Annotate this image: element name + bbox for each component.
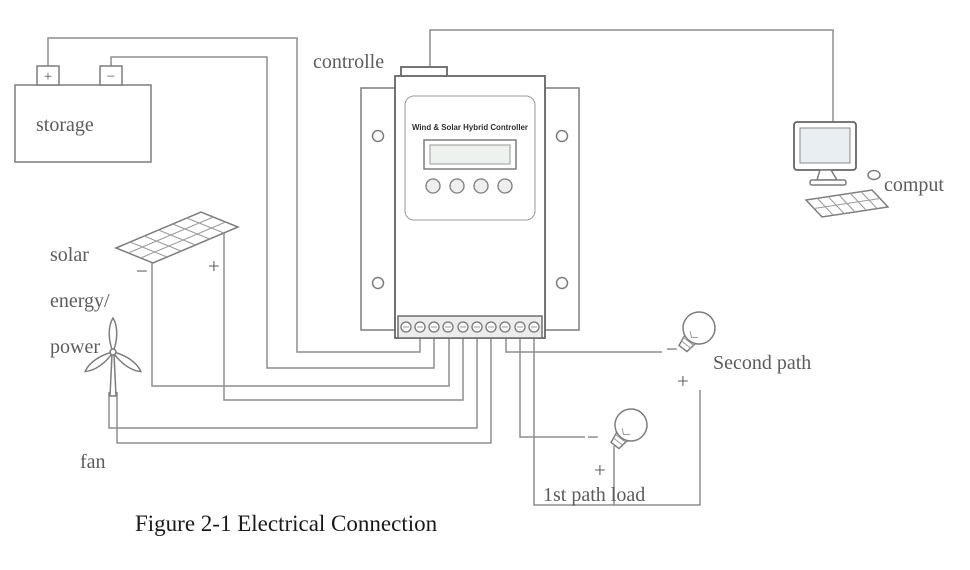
turbine-hub	[109, 348, 117, 356]
second-path-label: Second path	[713, 352, 811, 374]
controller-button-1	[425, 178, 441, 194]
lcd-display-inner	[429, 144, 511, 165]
turbine-tower	[109, 353, 117, 397]
turbine-blade-left	[83, 350, 115, 373]
mount-hole-top-right	[555, 129, 569, 143]
fan-label: fan	[80, 451, 106, 473]
figure-caption: Figure 2-1 Electrical Connection	[135, 511, 438, 536]
mouse	[867, 169, 881, 181]
wind-turbine	[83, 316, 143, 397]
wire-solar-plus	[223, 233, 464, 401]
battery-body	[14, 84, 152, 163]
monitor-stand	[815, 169, 839, 181]
wire-fan-2	[116, 332, 492, 444]
controller-button-3	[473, 178, 489, 194]
turbine-blade-top	[108, 316, 118, 354]
second-path-plus-mark: +	[677, 369, 689, 393]
terminal-screws	[400, 321, 540, 333]
battery-plus-mark: +	[44, 69, 52, 85]
battery-minus-mark: −	[107, 69, 115, 85]
second-path-bulb	[678, 311, 716, 353]
solar-plus-mark: +	[208, 254, 220, 278]
first-path-plus-mark: +	[594, 458, 606, 482]
solar-label-line2: energy/	[50, 290, 110, 312]
wire-battery-minus	[110, 56, 435, 369]
first-path-minus-mark: −	[587, 425, 599, 449]
controller-button-4	[497, 178, 513, 194]
wire-battery-plus	[47, 37, 421, 353]
bulb-filament	[689, 331, 699, 338]
wire-firstpath-minus	[519, 332, 585, 438]
controller-face-panel	[404, 95, 536, 221]
first-path-bulb	[610, 408, 648, 450]
controller-label: controlle	[313, 51, 384, 73]
computer	[793, 121, 890, 218]
wires	[47, 29, 834, 506]
second-path-minus-mark: −	[666, 337, 678, 361]
bulb-base-threads	[681, 337, 694, 349]
mount-hole-bottom-left	[371, 276, 385, 290]
mount-hole-bottom-right	[555, 276, 569, 290]
controller-flange-left	[360, 87, 396, 331]
monitor-screen	[799, 127, 851, 164]
bulb-base-threads	[613, 434, 626, 446]
mount-hole-top-left	[371, 129, 385, 143]
controller-title: Wind & Solar Hybrid Controller	[412, 123, 528, 132]
wire-fan-1	[108, 332, 478, 429]
controller-body	[394, 75, 546, 339]
bulb-filament	[621, 428, 631, 435]
keyboard-keys	[813, 191, 881, 216]
first-path-label: 1st path load	[543, 484, 645, 506]
controller: Wind & Solar Hybrid Controller	[360, 66, 580, 339]
controller-flange-right	[544, 87, 580, 331]
solar-panel-grid	[128, 216, 226, 259]
battery-terminal-minus	[99, 65, 123, 86]
wire-common-plus	[533, 332, 701, 506]
solar-minus-mark: −	[136, 259, 148, 283]
solar-panel: − +	[114, 211, 240, 283]
computer-label: comput	[884, 174, 944, 196]
storage-label: storage	[36, 114, 94, 136]
solar-label-line1: solar	[50, 244, 89, 266]
monitor-base	[809, 179, 847, 186]
wire-solar-minus	[151, 262, 450, 387]
battery-storage: + − storage	[14, 65, 152, 163]
wire-computer	[429, 29, 834, 122]
controller-button-2	[449, 178, 465, 194]
battery-terminal-plus	[36, 65, 60, 86]
solar-label-line3: power	[50, 336, 100, 358]
turbine-blade-right	[111, 350, 143, 373]
